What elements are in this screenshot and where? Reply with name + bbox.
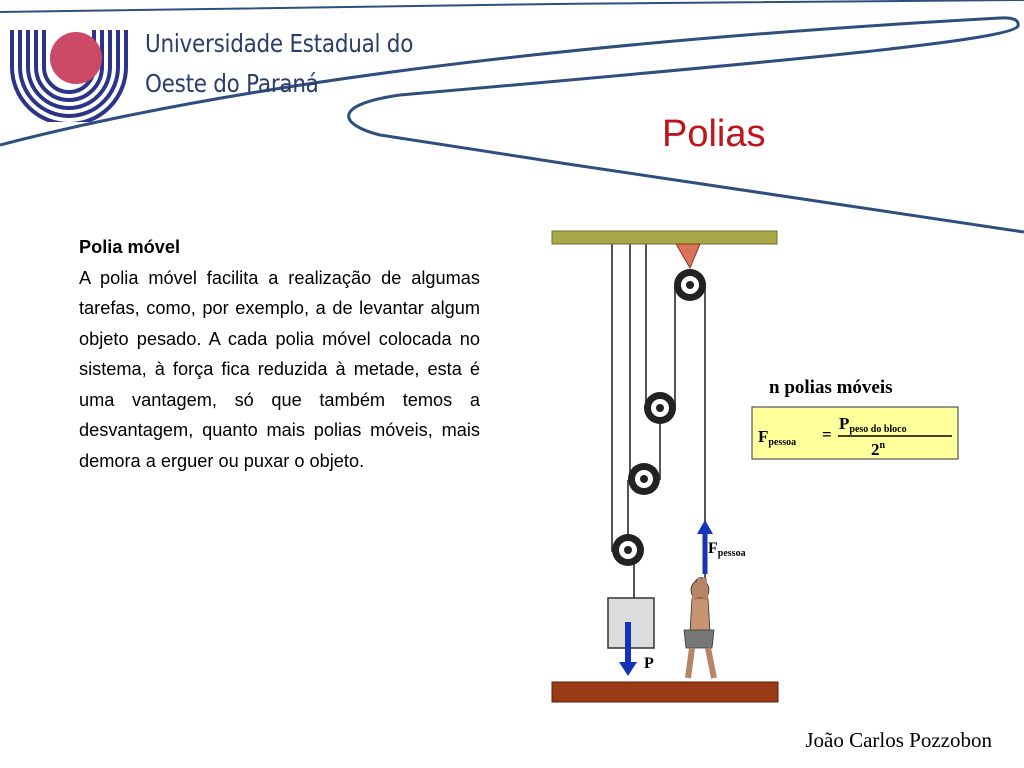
- pulley-movable-3: [612, 534, 644, 566]
- formula-numerator: Ppeso do bloco: [839, 414, 907, 435]
- floor-beam: [551, 681, 779, 703]
- pulley-system-figure: P Fpessoa n polias móveis Fpessoa = Ppes…: [551, 230, 959, 703]
- university-name-line2: Oeste do Paraná: [145, 69, 319, 98]
- formula-lhs: Fpessoa: [758, 427, 796, 448]
- pulley-movable-2: [628, 463, 660, 495]
- pulley-movable-1: [644, 392, 676, 424]
- force-arrow-icon: [697, 520, 713, 534]
- content-block: Polia móvel A polia móvel facilita a rea…: [79, 232, 480, 476]
- formula-title: n polias móveis: [769, 377, 893, 398]
- university-name: Universidade Estadual do Oeste do Paraná: [145, 24, 413, 104]
- weight-arrow-icon: [619, 662, 637, 676]
- content-heading: Polia móvel: [79, 237, 181, 257]
- formula-equals: =: [822, 425, 832, 444]
- pulley-fixed: [674, 269, 706, 301]
- formula-box: [751, 406, 959, 460]
- ceiling-beam: [551, 230, 778, 245]
- weight-label: P: [644, 655, 654, 672]
- force-label: Fpessoa: [708, 540, 746, 559]
- formula-denominator: 2n: [871, 440, 886, 459]
- university-name-line1: Universidade Estadual do: [145, 29, 414, 58]
- fixed-pulley-mount: [675, 243, 701, 270]
- content-paragraph: A polia móvel facilita a realização de a…: [79, 267, 480, 471]
- university-logo: [10, 30, 128, 122]
- person-pulling-figure: [683, 577, 717, 679]
- slide-title: Polias: [662, 113, 766, 155]
- author-name: João Carlos Pozzobon: [805, 728, 992, 752]
